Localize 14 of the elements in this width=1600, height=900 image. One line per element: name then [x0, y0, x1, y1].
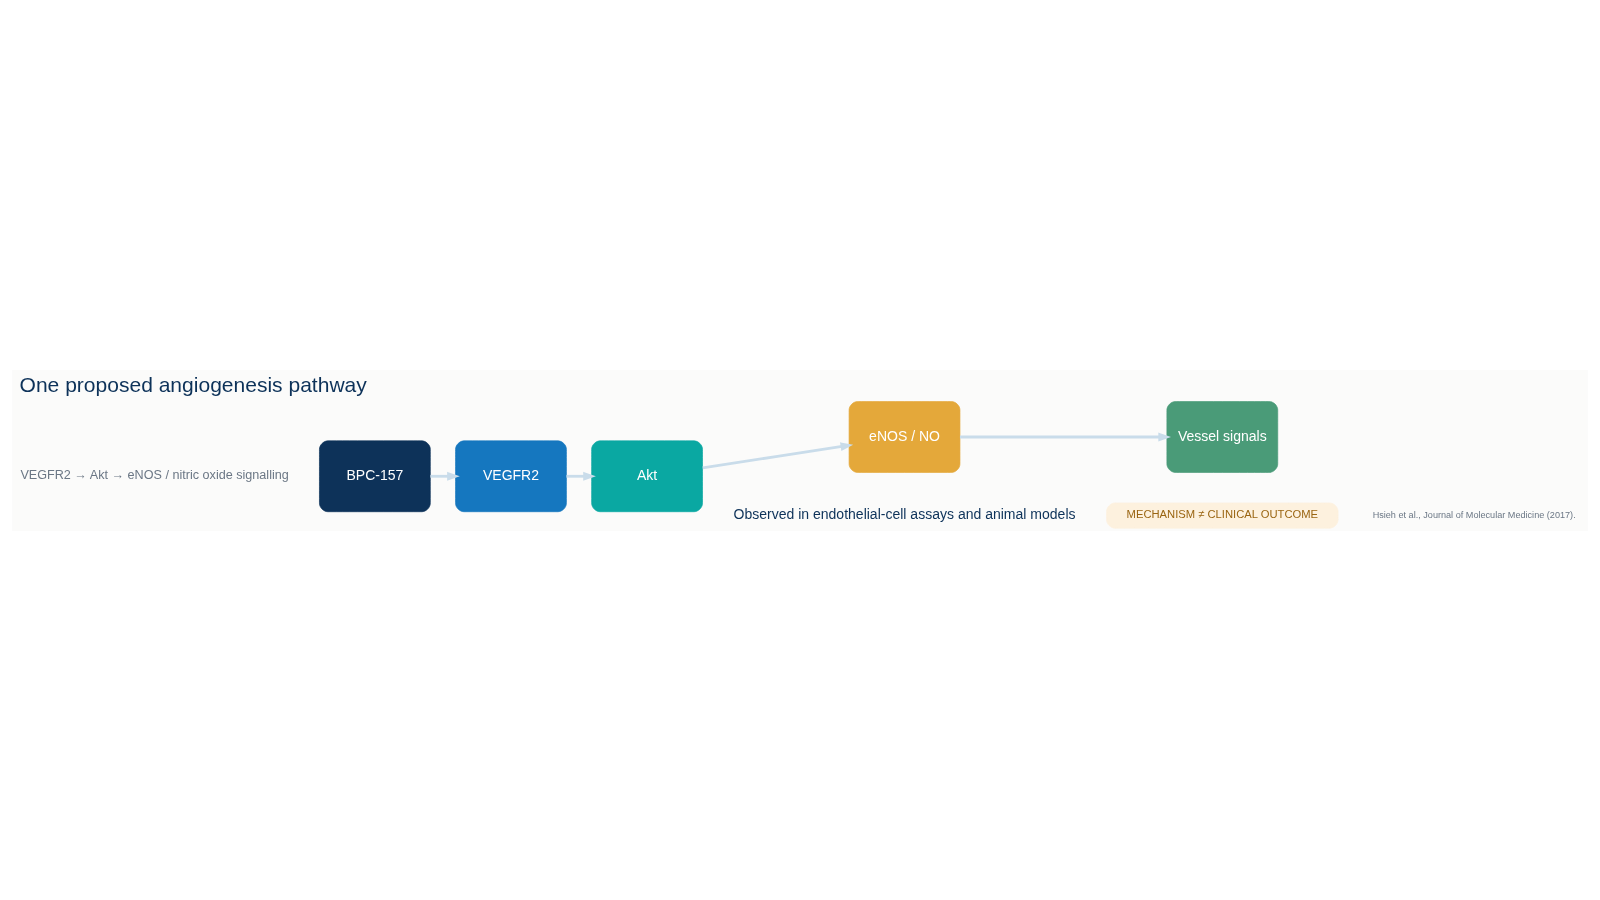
- node-box: Vessel signals: [1166, 400, 1279, 473]
- arrow: [960, 432, 1171, 441]
- label: VEGFR2 → Akt → eNOS / nitric oxide signalling: [20, 467, 289, 482]
- arrow: [430, 471, 460, 481]
- node-box: Akt: [591, 440, 703, 512]
- node-box: VEGFR2: [455, 440, 567, 512]
- node-box: MECHANISM ≠ CLINICAL OUTCOME: [1106, 502, 1339, 529]
- diagram-title: One proposed angiogenesis pathway: [19, 372, 367, 396]
- node-box: eNOS / NO: [848, 400, 961, 473]
- arrow: [566, 471, 596, 481]
- node-box: BPC-157: [319, 440, 431, 512]
- arrow: [702, 441, 854, 469]
- label: Observed in endothelial-cell assays and animal models: [733, 505, 1076, 522]
- label: Hsieh et al., Journal of Molecular Medicine (2017).: [1372, 509, 1576, 520]
